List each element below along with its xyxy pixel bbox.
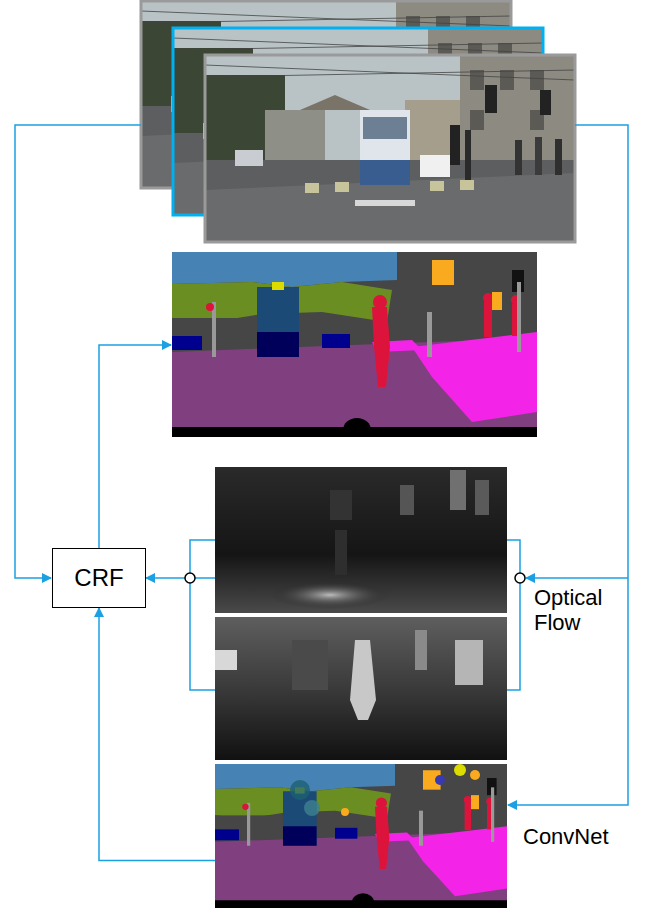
connector-arrow xyxy=(99,608,215,860)
panel-label: ConvNet xyxy=(523,824,633,849)
image-panel: Optical Flow xyxy=(215,467,507,760)
connector-arrow xyxy=(146,577,215,579)
panel-label: Optical Flow xyxy=(534,585,614,636)
process-box: CRF xyxy=(52,548,146,608)
box-label: CRF xyxy=(74,564,123,592)
image-panel: ConvNet xyxy=(215,764,507,908)
